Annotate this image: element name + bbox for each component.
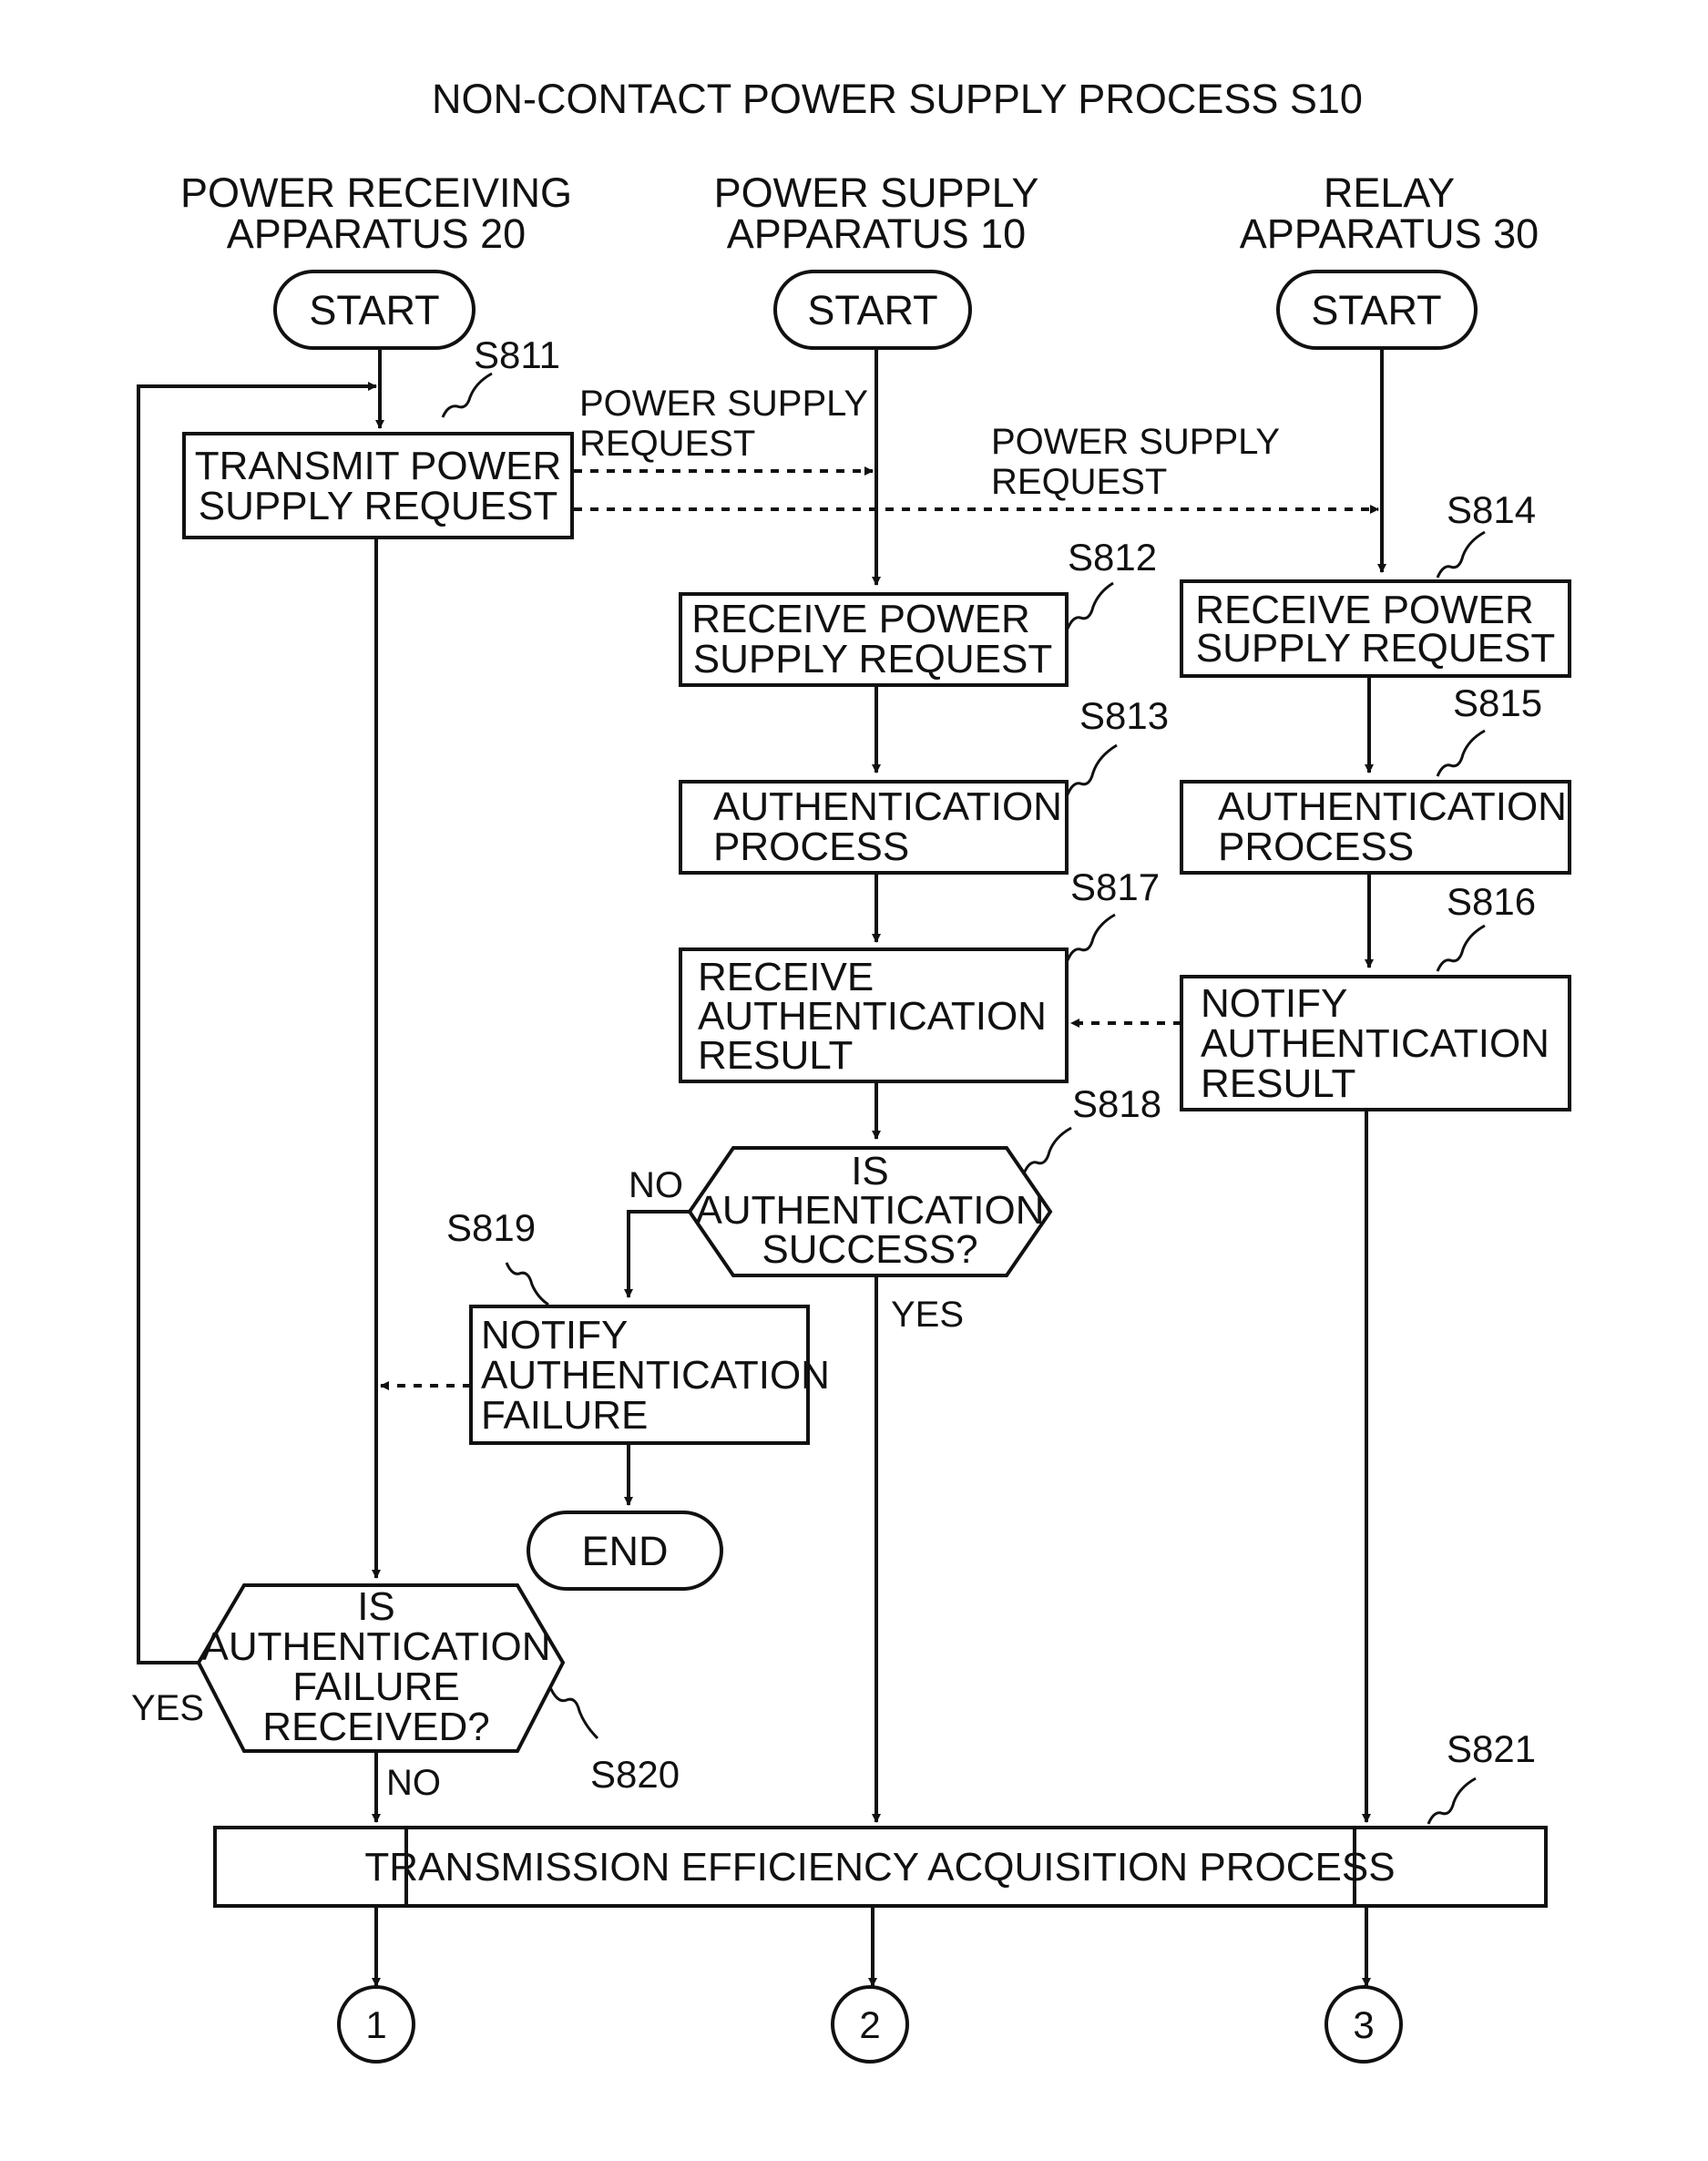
step-code-squiggle-s819 <box>506 1263 548 1305</box>
message-label-to-supply: POWER SUPPLY REQUEST <box>579 384 868 464</box>
step-code-s817: S817 <box>1070 865 1160 908</box>
step-code-s813: S813 <box>1079 694 1169 737</box>
svg-text:AUTHENTICATION: AUTHENTICATION <box>481 1353 830 1398</box>
start-terminal-relay: START <box>1278 271 1476 348</box>
step-s813-authentication-process: AUTHENTICATION PROCESS <box>680 782 1067 873</box>
svg-text:SUPPLY REQUEST: SUPPLY REQUEST <box>1196 626 1556 671</box>
svg-text:START: START <box>807 287 937 333</box>
svg-text:POWER SUPPLY: POWER SUPPLY <box>579 384 868 424</box>
svg-text:IS: IS <box>851 1149 889 1193</box>
branch-label-s818-no: NO <box>629 1165 683 1205</box>
svg-text:REQUEST: REQUEST <box>579 424 755 464</box>
step-code-squiggle-s811 <box>443 374 492 417</box>
connector-3: 3 <box>1326 1987 1401 2062</box>
decision-s818-authentication-success: IS AUTHENTICATION SUCCESS? <box>690 1148 1050 1275</box>
svg-text:APPARATUS 30: APPARATUS 30 <box>1240 210 1539 257</box>
flow-s818-no-to-s819 <box>629 1212 690 1297</box>
step-code-squiggle-s818 <box>1024 1128 1071 1173</box>
step-code-s818: S818 <box>1072 1082 1161 1125</box>
flow-s820-yes-loop <box>138 386 376 1663</box>
svg-text:RESULT: RESULT <box>698 1033 853 1078</box>
svg-text:AUTHENTICATION: AUTHENTICATION <box>202 1624 551 1669</box>
step-code-squiggle-s821 <box>1428 1778 1476 1824</box>
svg-text:RECEIVED?: RECEIVED? <box>262 1705 489 1749</box>
start-terminal-supply: START <box>775 271 970 348</box>
branch-label-s820-no: NO <box>386 1763 441 1803</box>
svg-text:AUTHENTICATION: AUTHENTICATION <box>1218 784 1567 829</box>
message-label-to-relay: POWER SUPPLY REQUEST <box>991 422 1280 502</box>
svg-text:TRANSMISSION EFFICIENCY ACQUIS: TRANSMISSION EFFICIENCY ACQUISITION PROC… <box>364 1845 1395 1890</box>
svg-text:REQUEST: REQUEST <box>991 462 1167 502</box>
end-terminal: END <box>528 1512 721 1589</box>
svg-text:1: 1 <box>365 2003 386 2046</box>
branch-label-s818-yes: YES <box>891 1295 964 1335</box>
svg-text:AUTHENTICATION: AUTHENTICATION <box>713 784 1062 829</box>
lane-header-relay: RELAY APPARATUS 30 <box>1240 169 1539 257</box>
svg-text:END: END <box>581 1528 668 1574</box>
step-code-s815: S815 <box>1453 681 1542 724</box>
svg-text:POWER SUPPLY: POWER SUPPLY <box>714 169 1039 216</box>
svg-text:RECEIVE: RECEIVE <box>698 955 874 999</box>
svg-text:POWER RECEIVING: POWER RECEIVING <box>180 169 572 216</box>
svg-text:SUCCESS?: SUCCESS? <box>762 1227 977 1272</box>
step-s819-notify-authentication-failure: NOTIFY AUTHENTICATION FAILURE <box>471 1306 830 1443</box>
svg-text:START: START <box>1311 287 1441 333</box>
svg-text:AUTHENTICATION: AUTHENTICATION <box>698 994 1047 1039</box>
step-code-squiggle-s813 <box>1068 745 1117 794</box>
start-terminal-receiving: START <box>275 271 474 348</box>
svg-text:AUTHENTICATION: AUTHENTICATION <box>696 1188 1045 1233</box>
step-code-squiggle-s820 <box>550 1687 598 1738</box>
svg-text:RESULT: RESULT <box>1201 1061 1355 1106</box>
svg-text:IS: IS <box>357 1584 395 1629</box>
svg-text:RELAY: RELAY <box>1324 169 1455 216</box>
branch-label-s820-yes: YES <box>131 1688 204 1728</box>
svg-text:APPARATUS 10: APPARATUS 10 <box>727 210 1026 257</box>
step-code-squiggle-s812 <box>1068 583 1113 629</box>
step-s816-notify-authentication-result: NOTIFY AUTHENTICATION RESULT <box>1181 977 1570 1110</box>
svg-text:2: 2 <box>859 2003 880 2046</box>
svg-text:3: 3 <box>1353 2003 1374 2046</box>
step-code-s812: S812 <box>1068 536 1157 579</box>
step-code-s814: S814 <box>1447 488 1536 531</box>
step-s811-transmit-power-supply-request: TRANSMIT POWER SUPPLY REQUEST <box>184 434 572 538</box>
step-s812-receive-power-supply-request: RECEIVE POWER SUPPLY REQUEST <box>680 594 1067 685</box>
svg-text:PROCESS: PROCESS <box>713 824 909 869</box>
step-code-s811: S811 <box>474 333 560 376</box>
svg-text:SUPPLY REQUEST: SUPPLY REQUEST <box>693 637 1053 681</box>
step-code-s819: S819 <box>446 1206 536 1249</box>
svg-text:FAILURE: FAILURE <box>481 1393 648 1438</box>
lane-header-receiving: POWER RECEIVING APPARATUS 20 <box>180 169 572 257</box>
step-code-s816: S816 <box>1447 880 1536 923</box>
decision-s820-authentication-failure-received: IS AUTHENTICATION FAILURE RECEIVED? <box>199 1584 563 1751</box>
svg-text:POWER SUPPLY: POWER SUPPLY <box>991 422 1280 462</box>
svg-text:START: START <box>309 287 439 333</box>
svg-text:APPARATUS 20: APPARATUS 20 <box>227 210 526 257</box>
lane-header-supply: POWER SUPPLY APPARATUS 10 <box>714 169 1039 257</box>
svg-text:SUPPLY REQUEST: SUPPLY REQUEST <box>199 484 558 528</box>
diagram-title: NON-CONTACT POWER SUPPLY PROCESS S10 <box>432 76 1363 122</box>
svg-text:FAILURE: FAILURE <box>292 1664 459 1709</box>
step-code-s821: S821 <box>1447 1727 1536 1770</box>
step-code-squiggle-s816 <box>1437 926 1485 971</box>
step-code-s820: S820 <box>590 1753 680 1796</box>
svg-text:AUTHENTICATION: AUTHENTICATION <box>1201 1021 1549 1066</box>
svg-text:NOTIFY: NOTIFY <box>1201 981 1347 1026</box>
step-code-squiggle-s817 <box>1068 915 1115 960</box>
step-s814-receive-power-supply-request: RECEIVE POWER SUPPLY REQUEST <box>1181 581 1570 676</box>
svg-text:TRANSMIT POWER: TRANSMIT POWER <box>195 444 562 488</box>
step-code-squiggle-s815 <box>1437 731 1485 776</box>
step-s815-authentication-process: AUTHENTICATION PROCESS <box>1181 782 1570 873</box>
connector-1: 1 <box>339 1987 414 2062</box>
svg-text:NOTIFY: NOTIFY <box>481 1313 628 1357</box>
step-code-squiggle-s814 <box>1437 532 1485 578</box>
svg-text:PROCESS: PROCESS <box>1218 824 1414 869</box>
connector-2: 2 <box>833 1987 907 2062</box>
process-s821-transmission-efficiency-acquisition: TRANSMISSION EFFICIENCY ACQUISITION PROC… <box>215 1828 1546 1906</box>
svg-text:RECEIVE POWER: RECEIVE POWER <box>691 597 1030 641</box>
step-s817-receive-authentication-result: RECEIVE AUTHENTICATION RESULT <box>680 949 1067 1081</box>
